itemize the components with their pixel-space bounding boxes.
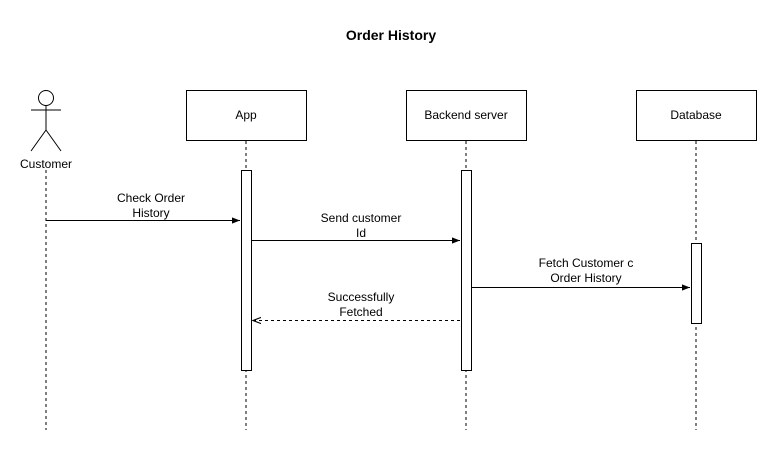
participant-label-database: Database xyxy=(670,108,722,122)
participant-box-backend xyxy=(406,90,527,141)
participant-box-database xyxy=(636,90,757,141)
message-label-line: Fetch Customer c xyxy=(539,256,634,270)
activation-bar-database xyxy=(691,243,702,324)
message-label-line: Check Order xyxy=(117,191,185,205)
message-label-line: History xyxy=(132,206,169,220)
message-check-order-history: Check Order History xyxy=(46,191,240,224)
activation-bar-app xyxy=(241,170,252,371)
actor-customer: Customer xyxy=(20,90,72,171)
message-label-line: Id xyxy=(356,226,366,240)
message-label-line: Send customer xyxy=(321,211,402,225)
message-label-line: Fetched xyxy=(339,305,382,319)
message-fetch-order-history: Fetch Customer c Order History xyxy=(472,256,690,291)
diagram-title: Order History xyxy=(346,27,436,43)
message-label-line: Successfully xyxy=(328,290,395,304)
message-send-customer-id: Send customer Id xyxy=(252,211,460,244)
participant-box-app xyxy=(186,90,307,141)
message-successfully-fetched: Successfully Fetched xyxy=(253,290,460,321)
participant-label-customer: Customer xyxy=(20,157,72,171)
participant-label-app: App xyxy=(235,108,257,122)
participant-label-backend: Backend server xyxy=(424,108,507,122)
activation-bar-backend xyxy=(461,170,472,371)
stick-figure-icon xyxy=(30,90,62,152)
participant-database: Database xyxy=(636,90,757,141)
participant-app: App xyxy=(186,90,307,141)
message-label-line: Order History xyxy=(550,271,621,285)
participant-backend: Backend server xyxy=(406,90,527,141)
